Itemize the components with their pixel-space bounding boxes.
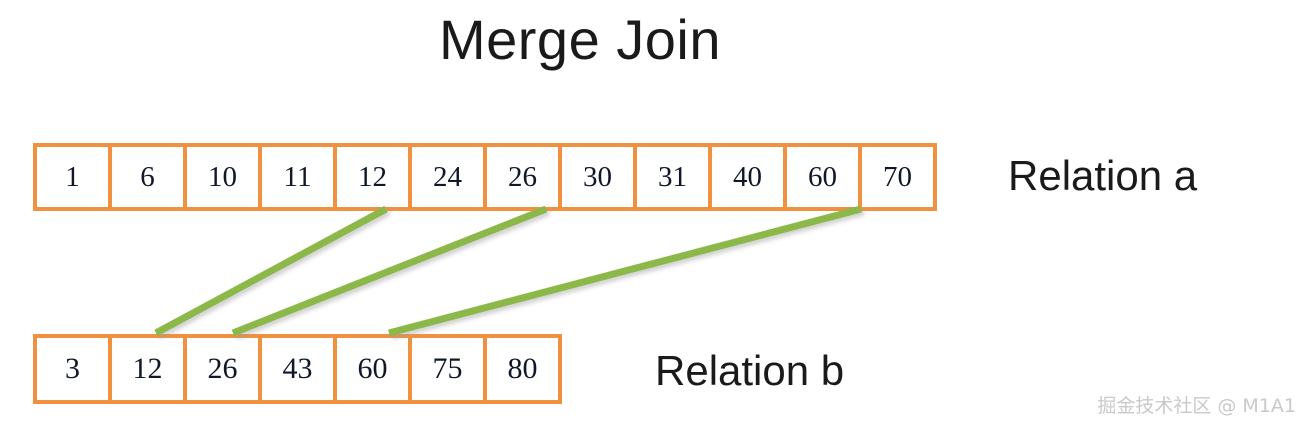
relation-b-cell: 12 (108, 334, 187, 404)
relation-b-cell: 75 (408, 334, 487, 404)
relation-a-cell: 70 (858, 143, 937, 211)
relation-a-cell: 11 (258, 143, 337, 211)
relation-a-cell: 12 (333, 143, 412, 211)
relation-a-cell: 1 (33, 143, 112, 211)
relation-b-cell: 60 (333, 334, 412, 404)
relation-b-cell: 80 (483, 334, 562, 404)
relation-a-cell: 10 (183, 143, 262, 211)
relation-a-row: 1 6 10 11 12 24 26 30 31 40 60 70 (33, 143, 937, 211)
relation-a-cell: 40 (708, 143, 787, 211)
page-title: Merge Join (438, 8, 722, 71)
relation-b-cell: 43 (258, 334, 337, 404)
relation-a-cell: 26 (483, 143, 562, 211)
connector-match-12 (154, 205, 388, 337)
connector-match-60 (388, 205, 862, 337)
relation-b-label: Relation b (655, 347, 845, 394)
relation-a-cell: 60 (783, 143, 862, 211)
watermark: 掘金技术社区 @ M1A1 (1097, 395, 1296, 417)
relation-b-row: 3 12 26 43 60 75 80 (33, 334, 562, 404)
relation-b-cell: 26 (183, 334, 262, 404)
relation-a-label: Relation a (1008, 152, 1198, 199)
relation-a-cell: 31 (633, 143, 712, 211)
relation-b-cell: 3 (33, 334, 112, 404)
relation-a-cell: 30 (558, 143, 637, 211)
relation-a-cell: 24 (408, 143, 487, 211)
connector-match-26 (231, 205, 548, 337)
relation-a-cell: 6 (108, 143, 187, 211)
